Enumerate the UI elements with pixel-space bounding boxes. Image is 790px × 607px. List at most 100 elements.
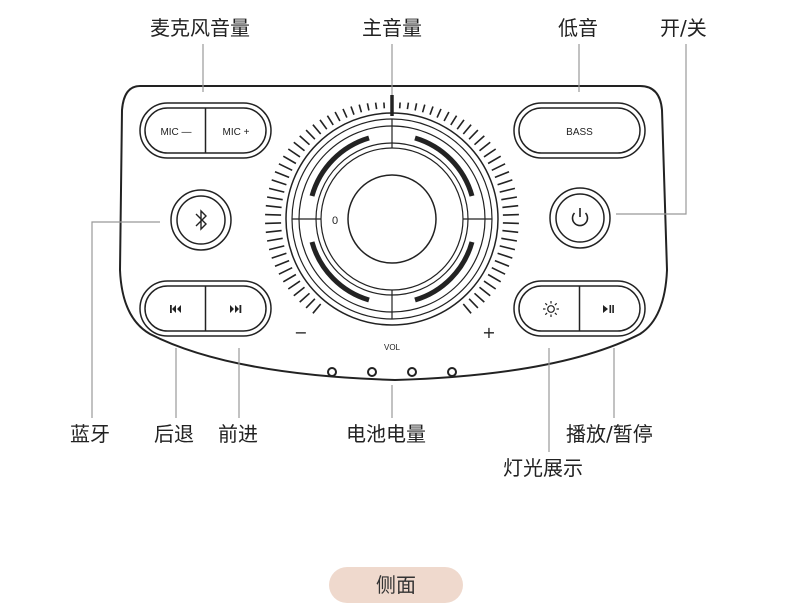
volume-tick	[266, 237, 283, 242]
volume-tick	[287, 148, 301, 158]
volume-tick	[421, 104, 426, 113]
label-bass: 低音	[558, 16, 598, 40]
volume-tick	[456, 119, 465, 130]
play-pause-icon[interactable]	[603, 305, 614, 313]
volume-plus-sign: +	[482, 323, 495, 342]
battery-led	[367, 367, 377, 377]
volume-tick	[479, 141, 491, 152]
view-label-tag: 侧面	[329, 567, 463, 603]
bass-button[interactable]: BASS	[513, 102, 646, 159]
volume-tick	[282, 273, 297, 283]
volume-tick	[265, 204, 282, 209]
volume-tick	[414, 103, 418, 111]
volume-tick	[265, 229, 282, 234]
volume-tick	[299, 292, 311, 303]
volume-tick	[350, 106, 355, 115]
volume-knob-center[interactable]	[347, 174, 437, 264]
volume-tick	[502, 222, 519, 225]
volume-tick	[483, 148, 497, 158]
mic-volume-buttons: MIC — MIC +	[139, 102, 272, 159]
sun-icon[interactable]	[543, 301, 559, 317]
volume-tick	[487, 155, 502, 165]
battery-indicators	[327, 367, 457, 377]
volume-tick	[268, 187, 285, 193]
volume-tick	[278, 266, 293, 275]
label-mic-volume: 麦克风音量	[150, 16, 250, 40]
volume-tick	[497, 252, 513, 259]
battery-led	[407, 367, 417, 377]
volume-tick	[266, 196, 283, 201]
label-power: 开/关	[660, 16, 707, 40]
volume-tick	[483, 280, 497, 290]
volume-tick	[436, 108, 442, 118]
label-battery: 电池电量	[346, 422, 426, 446]
label-light-show: 灯光展示	[503, 456, 583, 480]
volume-tick	[268, 245, 285, 251]
volume-tick	[450, 115, 458, 126]
volume-tick	[494, 259, 510, 268]
bluetooth-icon	[195, 209, 207, 231]
volume-tick	[473, 292, 485, 303]
label-next: 前进	[218, 422, 258, 446]
volume-tick	[287, 280, 301, 290]
volume-tick	[479, 286, 491, 297]
volume-tick	[305, 298, 316, 309]
volume-tick	[462, 124, 472, 135]
volume-tick	[499, 245, 516, 251]
skip-forward-icon[interactable]	[230, 305, 242, 313]
volume-tick	[501, 237, 518, 242]
volume-tick	[274, 170, 290, 179]
volume-tick	[406, 102, 410, 110]
volume-tick	[305, 129, 316, 140]
master-volume-dial[interactable]: 0	[265, 102, 519, 326]
volume-tick	[502, 213, 519, 216]
volume-tick	[429, 106, 434, 115]
light-play-buttons	[513, 280, 646, 337]
label-play-pause: 播放/暂停	[566, 422, 653, 446]
track-buttons	[139, 280, 272, 337]
mic-plus-button[interactable]: MIC +	[223, 127, 250, 138]
volume-tick	[312, 303, 322, 314]
volume-tick	[299, 135, 311, 146]
label-prev: 后退	[154, 422, 194, 446]
volume-tick	[319, 119, 328, 130]
bass-button-label: BASS	[566, 127, 593, 138]
volume-tick	[443, 111, 450, 122]
bluetooth-button[interactable]	[170, 189, 232, 251]
power-button[interactable]	[549, 187, 611, 249]
volume-tick	[326, 115, 334, 126]
label-master-volume: 主音量	[362, 16, 422, 40]
volume-tick	[502, 229, 519, 234]
volume-tick	[342, 108, 348, 118]
mic-minus-button[interactable]: MIC —	[160, 127, 191, 138]
volume-tick	[473, 135, 485, 146]
battery-led	[327, 367, 337, 377]
volume-tick	[271, 179, 287, 186]
volume-tick	[468, 298, 479, 309]
volume-tick	[497, 179, 513, 186]
volume-tick	[487, 273, 502, 283]
volume-tick	[274, 259, 290, 268]
volume-tick	[271, 252, 287, 259]
volume-tick	[312, 124, 322, 135]
volume-tick	[293, 286, 305, 297]
volume-tick	[334, 111, 341, 122]
volume-tick	[278, 163, 293, 172]
volume-tick	[282, 155, 297, 165]
power-icon	[571, 208, 589, 227]
volume-tick	[374, 102, 378, 110]
volume-tick	[265, 222, 282, 225]
volume-tick	[499, 187, 516, 193]
volume-tick	[265, 213, 282, 216]
panel-outline	[118, 85, 669, 382]
volume-tick	[358, 104, 363, 113]
volume-tick	[491, 163, 506, 172]
leader-lines	[91, 44, 687, 452]
battery-led	[447, 367, 457, 377]
label-bluetooth: 蓝牙	[70, 422, 110, 446]
volume-tick	[494, 170, 510, 179]
skip-back-icon[interactable]	[170, 305, 181, 313]
volume-tick-ring	[265, 102, 519, 314]
volume-tick	[293, 141, 305, 152]
volume-minus-sign: −	[294, 323, 307, 342]
